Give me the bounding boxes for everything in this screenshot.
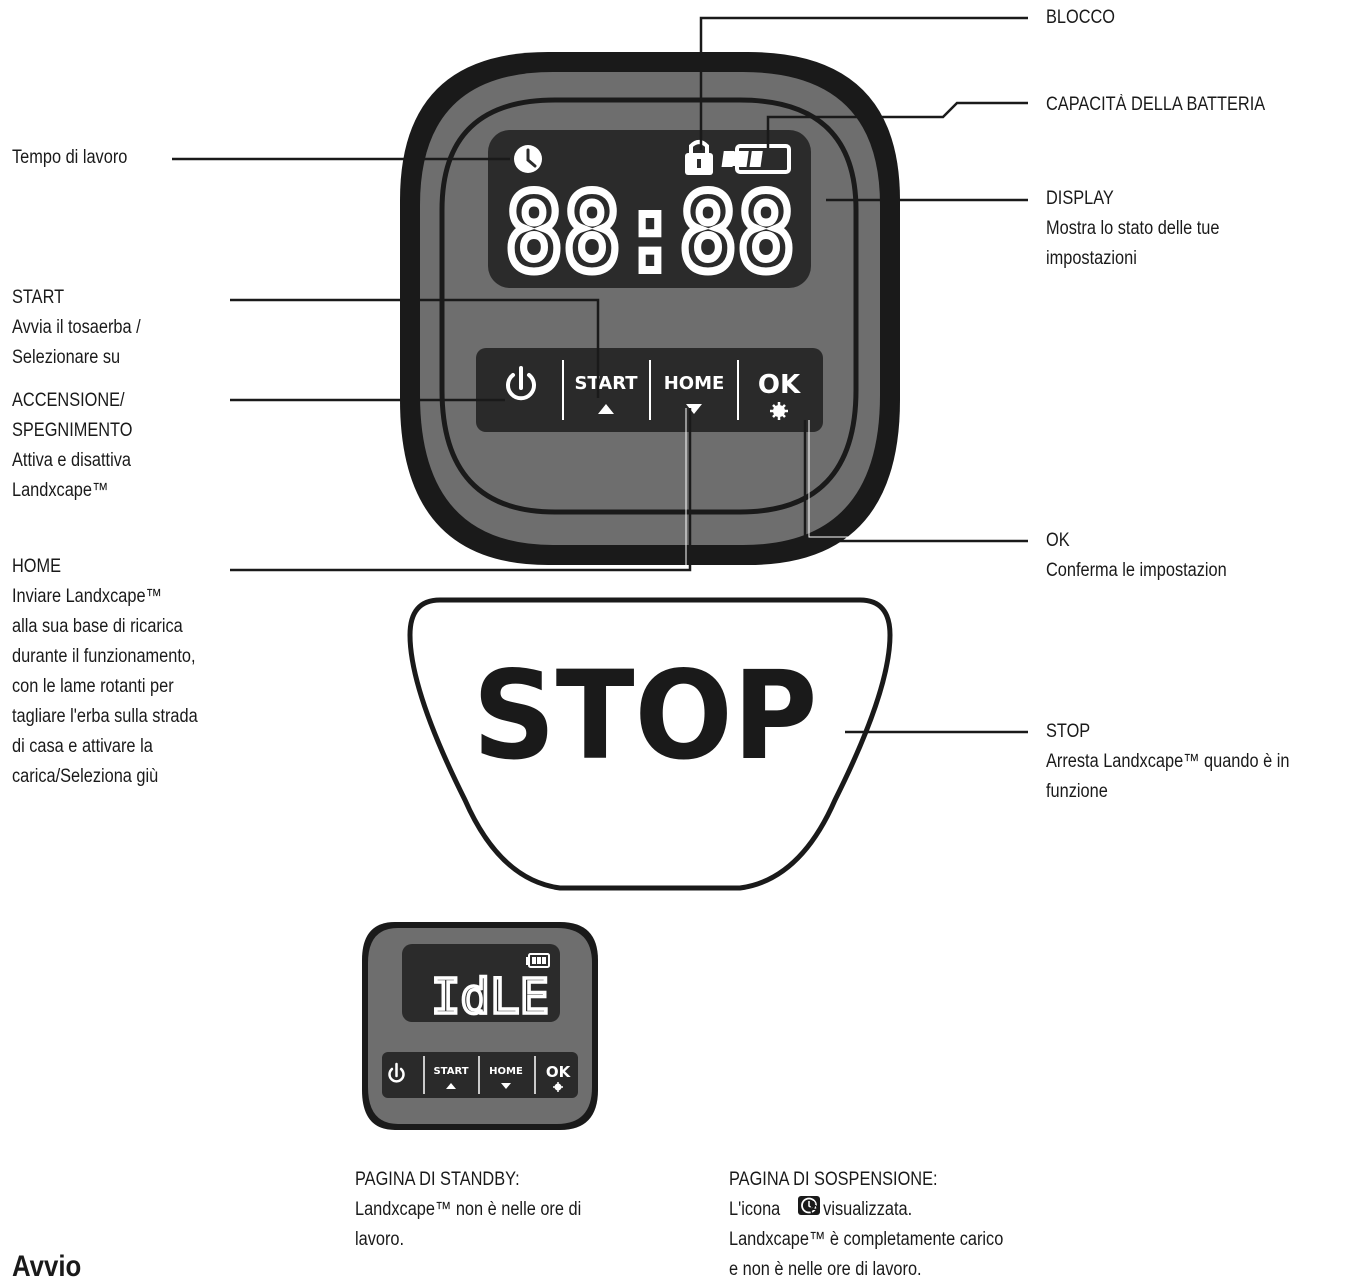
caption-standby: PAGINA DI STANDBY: Landxcape™ non è nell… [355, 1169, 582, 1250]
label-battery: CAPACITÀ DELLA BATTERIA [1046, 94, 1266, 115]
gear-icon [770, 402, 788, 420]
leader-lines [172, 16, 1028, 734]
leader-battery [766, 101, 1028, 148]
leader-ok [803, 420, 1028, 543]
standby-home-label: HOME [489, 1066, 523, 1077]
ok-button-label: OK [758, 370, 801, 400]
label-display: DISPLAY Mostra lo stato delle tue impost… [1046, 188, 1220, 269]
start-button-label: START [574, 373, 638, 394]
label-lock: BLOCCO [1046, 7, 1116, 28]
label-work-time: Tempo di lavoro [12, 147, 128, 168]
control-panel: 88:88 START HOME OK [400, 52, 900, 565]
lock-icon [685, 140, 713, 175]
leader-home-inner [230, 408, 687, 567]
label-home: HOME Inviare Landxcape™ alla sua base di… [12, 556, 198, 787]
arrow-down-icon [686, 404, 702, 414]
power-icon [506, 366, 536, 401]
clock-icon [514, 145, 542, 173]
standby-panel: IdLE START HOME OK [362, 922, 598, 1130]
power-button[interactable] [478, 350, 562, 430]
label-ok: OK Conferma le impostazion [1046, 530, 1227, 581]
leader-start [230, 298, 600, 398]
home-button[interactable]: HOME [651, 350, 737, 430]
start-button[interactable]: START [564, 350, 649, 430]
standby-arrow-down-icon [501, 1083, 511, 1089]
standby-ok-label: OK [546, 1063, 572, 1081]
label-power: ACCENSIONE/ SPEGNIMENTO Attiva e disatti… [12, 390, 133, 501]
stop-button-label: STOP [473, 645, 818, 787]
standby-power-icon [388, 1062, 405, 1083]
display-screen [488, 130, 811, 288]
leader-ok-inner [808, 420, 1028, 538]
standby-start-label: START [433, 1066, 468, 1077]
standby-button-strip [382, 1052, 578, 1098]
standby-battery-icon [526, 953, 550, 968]
arrow-up-icon [598, 404, 614, 414]
standby-screen [402, 944, 560, 1022]
stop-button[interactable]: STOP [407, 597, 893, 891]
battery-icon [721, 144, 791, 174]
standby-gear-icon [553, 1082, 563, 1092]
suspend-clock-icon [798, 1196, 820, 1215]
home-button-label: HOME [664, 373, 725, 394]
standby-display-text: IdLE [431, 969, 549, 1025]
standby-arrow-up-icon [446, 1083, 456, 1089]
label-start: START Avvia il tosaerba / Selezionare su [12, 287, 141, 368]
leader-home-outer [230, 408, 692, 572]
section-heading: Avvio [12, 1250, 82, 1283]
display-digits: 88:88 [505, 171, 795, 296]
label-stop: STOP Arresta Landxcape™ quando è in funz… [1046, 721, 1290, 802]
leader-lock [699, 16, 1028, 150]
ok-button[interactable]: OK [739, 350, 821, 430]
